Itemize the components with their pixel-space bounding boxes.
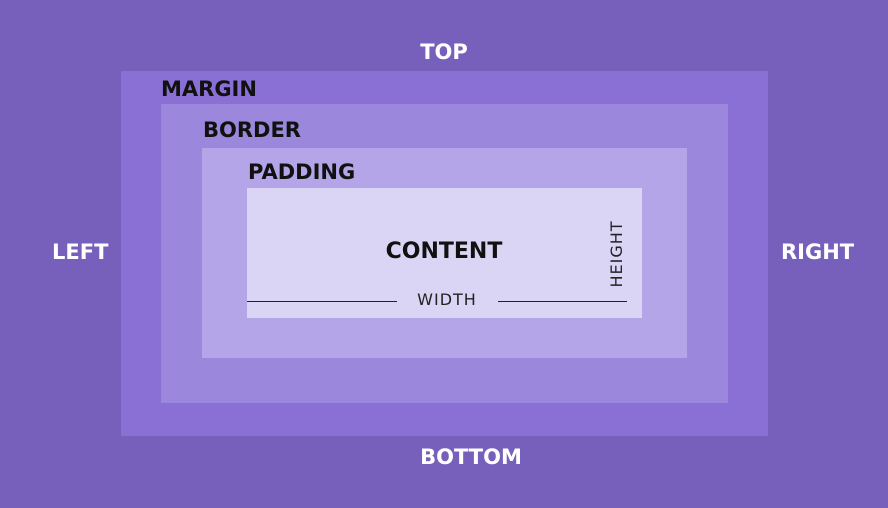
content-layer	[247, 188, 642, 318]
width-label: WIDTH	[417, 290, 477, 309]
margin-label: MARGIN	[161, 77, 257, 101]
padding-label: PADDING	[248, 160, 356, 184]
border-label: BORDER	[203, 118, 301, 142]
content-label: CONTENT	[385, 239, 503, 264]
width-line-left	[247, 301, 397, 302]
right-label: RIGHT	[781, 240, 855, 264]
top-label: TOP	[420, 40, 468, 64]
width-line-right	[498, 301, 627, 302]
left-label: LEFT	[52, 240, 109, 264]
height-label: HEIGHT	[607, 220, 626, 288]
bottom-label: BOTTOM	[420, 445, 522, 469]
